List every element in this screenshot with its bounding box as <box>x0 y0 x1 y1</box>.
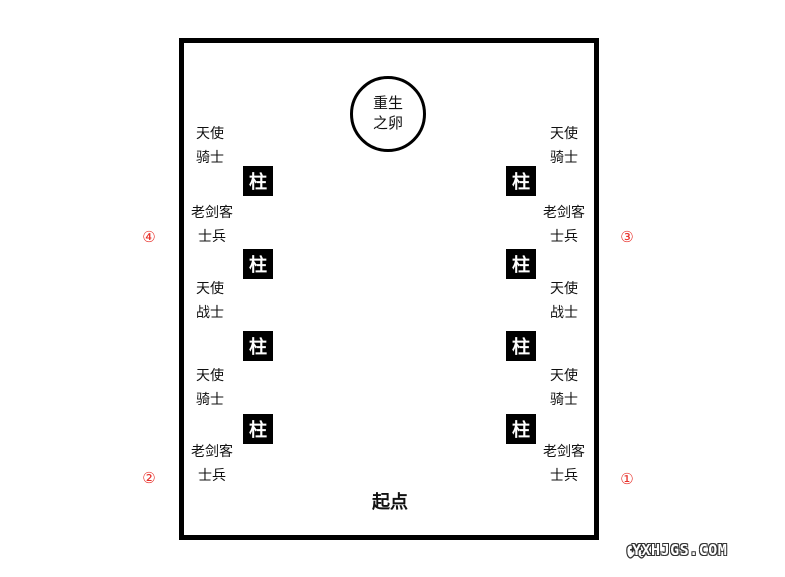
watermark-text: YXHJGS.COM <box>632 541 728 559</box>
marker-1: ① <box>620 470 634 488</box>
egg-label-line1: 重生 <box>372 94 403 112</box>
pillar-left-1: 柱 <box>243 166 273 196</box>
marker-2: ② <box>142 469 156 487</box>
right-label-1: 天使骑士 <box>550 126 578 166</box>
right-label-2: 老剑客士兵 <box>543 205 585 245</box>
marker-4: ④ <box>142 228 156 246</box>
arena-boundary <box>179 38 599 540</box>
left-label-5: 老剑客士兵 <box>191 444 233 484</box>
pillar-right-4: 柱 <box>506 414 536 444</box>
gamepad-logo-icon <box>626 544 646 559</box>
marker-3: ③ <box>620 228 634 246</box>
pillar-right-1: 柱 <box>506 166 536 196</box>
pillar-right-2: 柱 <box>506 249 536 279</box>
right-label-4: 天使骑士 <box>550 368 578 408</box>
rebirth-egg: 重生 之卵 <box>350 76 426 152</box>
pillar-left-2: 柱 <box>243 249 273 279</box>
left-label-1: 天使骑士 <box>196 126 224 166</box>
start-point-label: 起点 <box>372 492 408 513</box>
left-label-4: 天使骑士 <box>196 368 224 408</box>
egg-label-line2: 之卵 <box>372 114 403 132</box>
right-label-3: 天使战士 <box>550 281 578 321</box>
right-label-5: 老剑客士兵 <box>543 444 585 484</box>
pillar-left-4: 柱 <box>243 414 273 444</box>
pillar-left-3: 柱 <box>243 331 273 361</box>
pillar-right-3: 柱 <box>506 331 536 361</box>
left-label-2: 老剑客士兵 <box>191 205 233 245</box>
left-label-3: 天使战士 <box>196 281 224 321</box>
